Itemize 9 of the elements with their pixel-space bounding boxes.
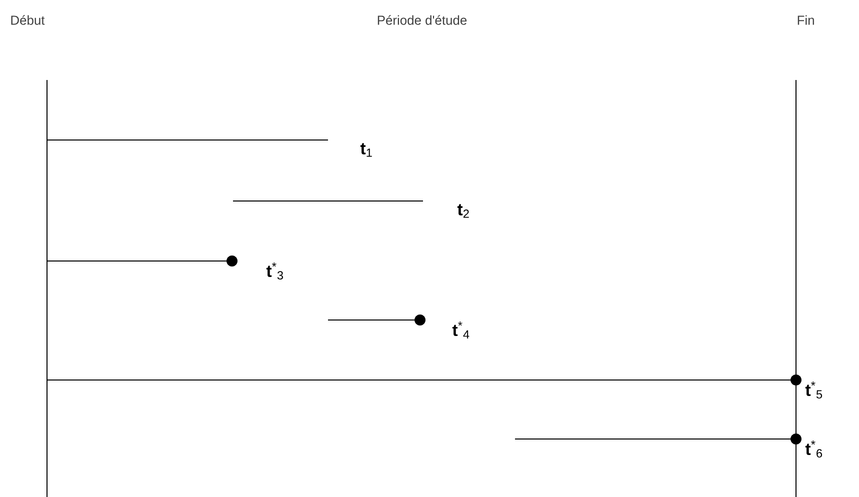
time-label: t$_{1}$ xyxy=(360,143,372,157)
header-label: Début xyxy=(11,15,45,25)
time-label: t$^{*}$3 xyxy=(266,262,284,280)
time-label: t$_{2}$ xyxy=(457,204,469,218)
header-label: Période d'étude xyxy=(378,15,467,25)
time-label: t$^{*}$6 xyxy=(805,440,822,458)
header-label: Fin xyxy=(798,15,814,25)
time-label: t$^{*}$4 xyxy=(452,322,470,338)
time-label: t$^{*}$5 xyxy=(805,381,822,399)
